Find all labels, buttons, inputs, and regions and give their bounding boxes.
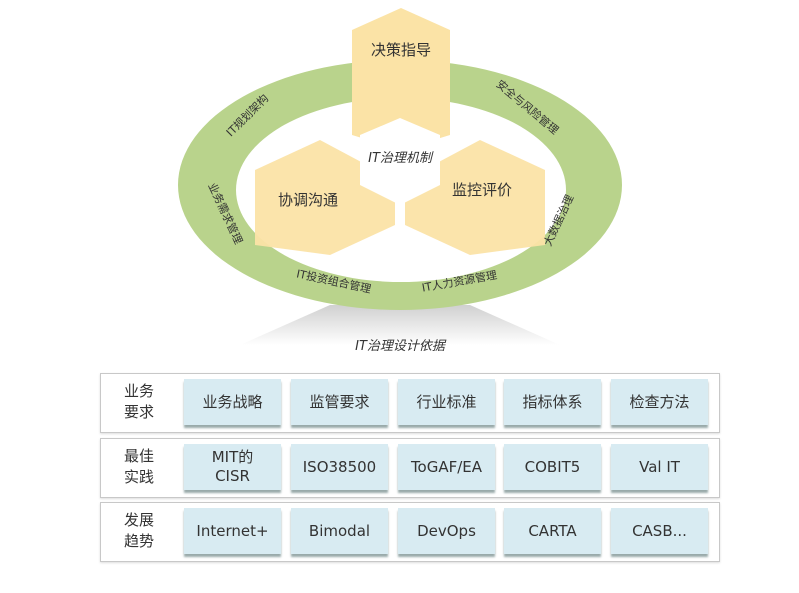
center-label: IT治理机制 — [368, 151, 434, 166]
petal-right-label: 监控评价 — [452, 181, 512, 199]
row-label: 发展趋势 — [123, 511, 154, 550]
petal-top-label: 决策指导 — [371, 41, 431, 59]
cell: 业务战略 — [184, 379, 281, 425]
governance-diagram: IT治理机制 决策指导 协调沟通 监控评价 IT规划架构 安全与风险管理 业务需… — [178, 8, 622, 354]
spotlight — [240, 305, 560, 345]
cell: COBIT5 — [504, 444, 601, 490]
cell: 指标体系 — [504, 379, 601, 425]
cell: ISO38500 — [291, 444, 388, 490]
cell: ToGAF/EA — [398, 444, 495, 490]
cell: MIT的 CISR — [184, 444, 281, 490]
cell: DevOps — [398, 508, 495, 554]
cell: 行业标准 — [398, 379, 495, 425]
petal-left-label: 协调沟通 — [278, 191, 338, 209]
cell: CARTA — [504, 508, 601, 554]
row-label: 最佳实践 — [123, 447, 154, 486]
center-hex — [360, 118, 440, 205]
cell: CASB... — [611, 508, 708, 554]
row-trends: 发展趋势 Internet+ Bimodal DevOps CARTA CASB… — [100, 502, 720, 562]
row-label: 业务要求 — [123, 382, 154, 421]
cell: 监管要求 — [291, 379, 388, 425]
petal-top — [352, 8, 450, 150]
row-best-practices: 最佳实践 MIT的 CISR ISO38500 ToGAF/EA COBIT5 … — [100, 438, 720, 498]
cell: Val IT — [611, 444, 708, 490]
cell: Bimodal — [291, 508, 388, 554]
cell: Internet+ — [184, 508, 281, 554]
caption: IT治理设计依据 — [355, 339, 447, 354]
row-business-requirements: 业务要求 业务战略 监管要求 行业标准 指标体系 检查方法 — [100, 373, 720, 433]
cell: 检查方法 — [611, 379, 708, 425]
